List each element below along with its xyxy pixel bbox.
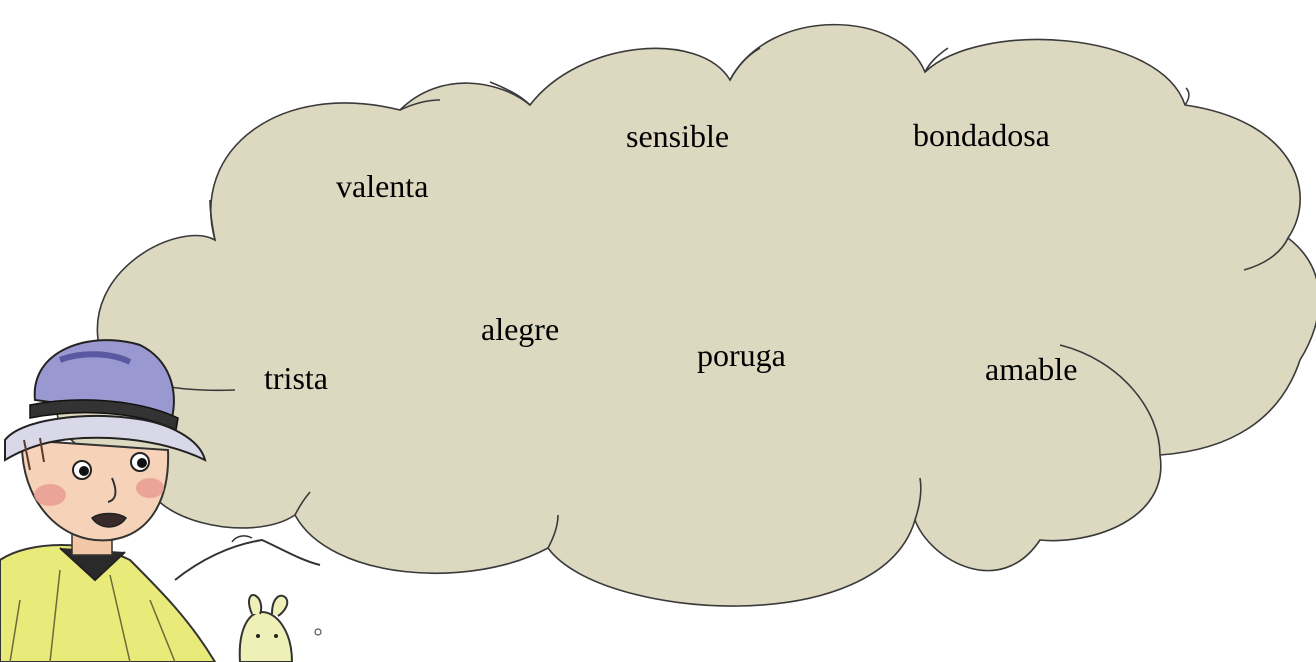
- word-trista: trista: [264, 360, 328, 396]
- word-bondadosa: bondadosa: [913, 117, 1050, 153]
- word-poruga: poruga: [697, 337, 786, 373]
- word-valenta: valenta: [336, 168, 429, 204]
- thought-cloud-shape: [55, 23, 1316, 607]
- word-sensible: sensible: [626, 118, 730, 154]
- word-alegre: alegre: [481, 311, 560, 347]
- word-amable: amable: [985, 351, 1078, 387]
- boy-with-bucket-hat-icon: [0, 339, 321, 662]
- cloud-inner-arcs: [99, 47, 1289, 549]
- small-rabbit-icon: [238, 594, 322, 662]
